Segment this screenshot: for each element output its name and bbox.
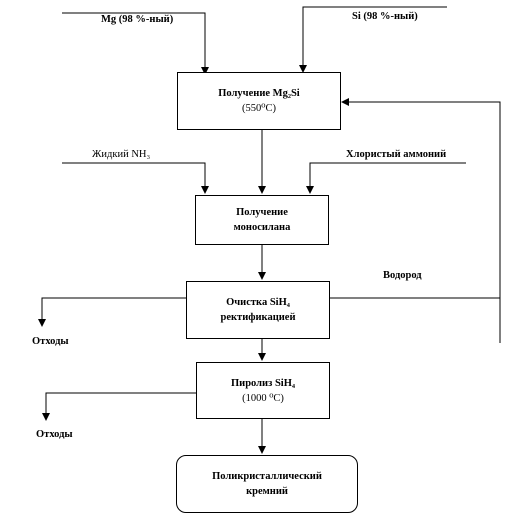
waste-label-1: Отходы — [32, 336, 69, 347]
pyrolysis-box: Пиролиз SiH₄ (1000 ⁰С) — [196, 362, 330, 419]
monosilane-production-box: Получение моносилана — [195, 195, 329, 245]
monosilane-step-line2: моносилана — [233, 222, 291, 233]
hydrogen-label: Водород — [383, 270, 422, 281]
purification-step-line1: Очистка SiH₄ — [226, 297, 290, 308]
ammonium-chloride-label: Хлористый аммоний — [346, 149, 447, 160]
polysilicon-product-box: Поликристаллический кремний — [176, 455, 358, 513]
si-input-label: Si (98 %-ный) — [352, 11, 418, 22]
nh3-feed-arrow — [62, 162, 209, 194]
pyrolysis-step-line1: Пиролиз SiH₄ — [230, 377, 296, 389]
ammonium-chloride-feed-arrow — [306, 162, 466, 194]
si-feed-arrow — [299, 6, 447, 73]
waste-label-2: Отходы — [36, 429, 73, 440]
mg-feed-arrow — [62, 12, 209, 75]
mg-input-label: Mg (98 %-ный) — [101, 14, 174, 25]
purification-waste-arrow — [38, 297, 186, 327]
product-line1: Поликристаллический — [212, 471, 322, 482]
product-line2: кремний — [246, 486, 288, 497]
purification-step-line2: ректификацией — [220, 312, 296, 323]
mg2si-step-temperature: (550⁰С) — [242, 103, 276, 114]
pyrolysis-step-line2: (1000 ⁰С) — [242, 392, 284, 404]
purification-box: Очистка SiH₄ ректификацией — [186, 281, 330, 339]
nh3-input-label: Жидкий NH₃ — [92, 149, 151, 160]
hydrogen-recycle-arrow — [330, 98, 501, 299]
monosilane-step-line1: Получение — [236, 207, 288, 218]
pyrolysis-waste-arrow — [42, 392, 196, 421]
mg2si-step-title: Получение Mg₂Si — [218, 88, 300, 99]
mg2si-production-box: Получение Mg₂Si (550⁰С) — [177, 72, 341, 130]
